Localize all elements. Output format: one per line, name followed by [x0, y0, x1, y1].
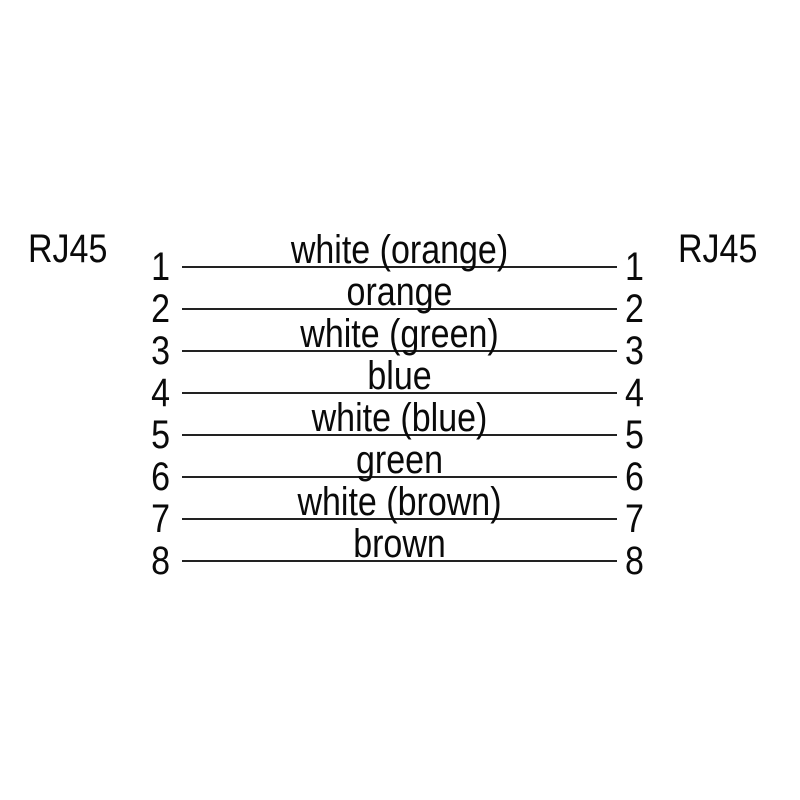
wire-color-label: brown — [353, 522, 446, 566]
pin-number-right: 6 — [625, 455, 644, 499]
wire-line — [182, 476, 617, 478]
pin-number-right: 7 — [625, 497, 644, 541]
wire-color-label: green — [356, 438, 443, 482]
wire-color-label: white (brown) — [297, 480, 502, 524]
connector-label-left: RJ45 — [28, 227, 108, 271]
pin-number-left: 6 — [151, 455, 170, 499]
wire-line — [182, 518, 617, 520]
wire-line — [182, 560, 617, 562]
pin-number-left: 7 — [151, 497, 170, 541]
wire-color-label: blue — [367, 354, 432, 398]
wire-line — [182, 308, 617, 310]
wire-line — [182, 266, 617, 268]
pin-number-right: 2 — [625, 287, 644, 331]
pin-number-right: 4 — [625, 371, 644, 415]
wire-color-label: white (green) — [300, 312, 499, 356]
pin-number-right: 5 — [625, 413, 644, 457]
pin-number-right: 8 — [625, 539, 644, 583]
pin-number-left: 2 — [151, 287, 170, 331]
connector-label-right: RJ45 — [678, 227, 758, 271]
wire-color-label: orange — [346, 270, 453, 314]
wire-line — [182, 350, 617, 352]
wire-color-label: white (orange) — [290, 228, 509, 272]
pin-number-left: 8 — [151, 539, 170, 583]
pin-number-left: 1 — [151, 245, 170, 289]
wire-line — [182, 434, 617, 436]
wire-line — [182, 392, 617, 394]
pin-number-right: 1 — [625, 245, 644, 289]
pin-number-left: 4 — [151, 371, 170, 415]
pin-number-left: 5 — [151, 413, 170, 457]
wire-color-label: white (blue) — [311, 396, 488, 440]
pin-number-right: 3 — [625, 329, 644, 373]
pin-number-left: 3 — [151, 329, 170, 373]
